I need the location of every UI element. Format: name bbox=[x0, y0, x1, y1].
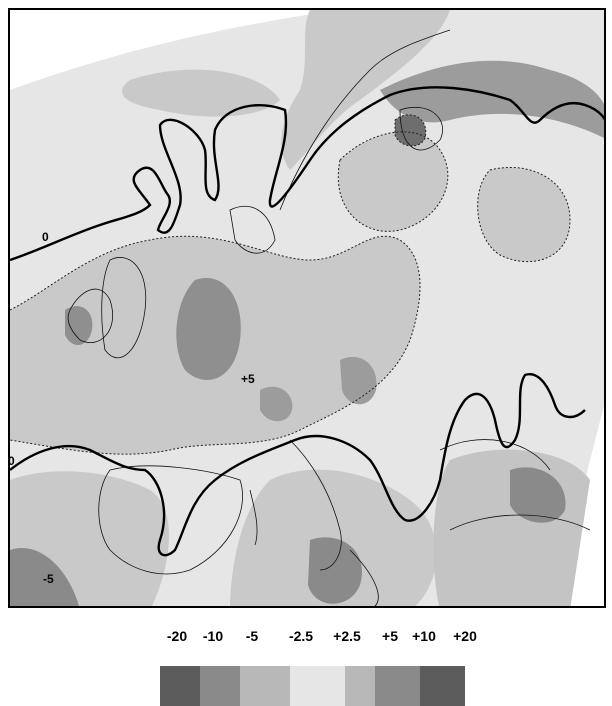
legend-label-plus-10: +10 bbox=[412, 628, 436, 644]
legend-swatch-2 bbox=[200, 666, 240, 706]
legend-swatch-6 bbox=[375, 666, 420, 706]
legend-swatch-4 bbox=[290, 666, 345, 706]
anomaly-core-iberia-sw bbox=[10, 548, 79, 606]
anomaly-core-ireland bbox=[65, 306, 93, 346]
legend-label-minus-20: -20 bbox=[166, 628, 188, 644]
europe-anomaly-map bbox=[10, 10, 604, 606]
anomaly-region-baltic bbox=[338, 131, 448, 232]
contour-label-minus-five: -5 bbox=[43, 572, 54, 586]
anomaly-region-norway bbox=[281, 10, 450, 170]
legend-label-minus-10: -10 bbox=[202, 628, 224, 644]
legend-label-minus-5: -5 bbox=[245, 628, 259, 644]
anomaly-core-east bbox=[340, 356, 377, 405]
anomaly-core-alps bbox=[260, 386, 293, 422]
legend: -20 -10 -5 -2.5 +2.5 +5 +10 +20 bbox=[0, 628, 612, 706]
coastlines bbox=[67, 29, 591, 606]
anomaly-region-arctic bbox=[380, 60, 604, 139]
zero-contour-south bbox=[10, 373, 586, 557]
legend-label-plus-2-5: +2.5 bbox=[333, 628, 361, 644]
zero-contours bbox=[10, 86, 604, 557]
anomaly-core-caucasus bbox=[510, 467, 566, 523]
anomaly-core-kola bbox=[395, 114, 426, 146]
zero-contour-north bbox=[10, 86, 604, 262]
map-frame: 0 0 +5 -5 bbox=[8, 8, 606, 608]
legend-swatch-7 bbox=[420, 666, 465, 706]
contour-label-zero-north: 0 bbox=[42, 230, 49, 244]
legend-label-plus-20: +20 bbox=[453, 628, 477, 644]
dotted-contours bbox=[10, 114, 571, 455]
legend-label-minus-2-5: -2.5 bbox=[288, 628, 314, 644]
anomaly-core-balkans bbox=[308, 537, 362, 604]
contour-label-zero-south: 0 bbox=[8, 454, 15, 468]
anomaly-core-channel bbox=[176, 278, 241, 380]
anomaly-region-balkans bbox=[230, 469, 437, 606]
legend-swatch-1 bbox=[160, 666, 200, 706]
contour-label-plus-five: +5 bbox=[241, 372, 255, 386]
legend-swatch-5 bbox=[345, 666, 375, 706]
legend-label-plus-5: +5 bbox=[382, 628, 398, 644]
anomaly-region-atlantic bbox=[121, 69, 280, 117]
legend-swatch-3 bbox=[240, 666, 290, 706]
anomaly-region-russia bbox=[477, 167, 570, 262]
